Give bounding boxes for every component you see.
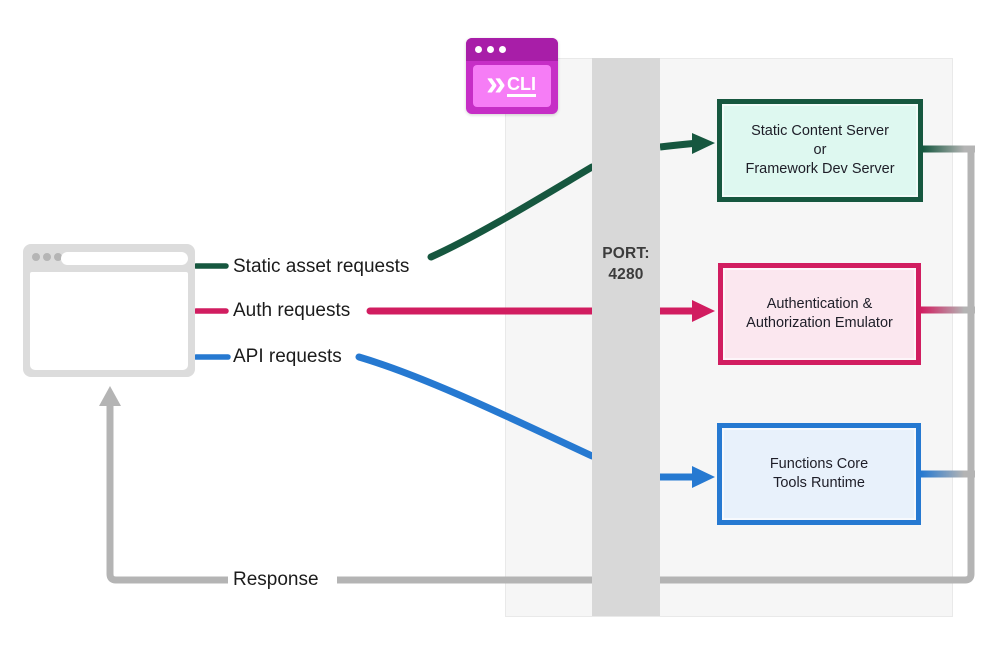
port-label-line2: 4280: [608, 266, 644, 283]
cli-screen: » CLI: [473, 65, 551, 107]
cli-terminal-icon: » CLI: [466, 38, 558, 114]
titlebar-dot-icon: [499, 46, 506, 53]
chevron-prompt-icon: »: [485, 62, 507, 103]
box-text-line: Authentication &: [766, 296, 873, 312]
auth-emulator-box: Authentication & Authorization Emulator: [718, 263, 921, 365]
browser-urlbar: [61, 252, 188, 265]
api-request-arrowhead-icon: [692, 466, 715, 488]
titlebar-dot-icon: [43, 253, 51, 261]
static-content-server-box: Static Content Server or Framework Dev S…: [717, 99, 923, 202]
box-text-line: Framework Dev Server: [745, 161, 895, 177]
api-requests-label: API requests: [233, 346, 342, 367]
titlebar-dot-icon: [54, 253, 62, 261]
static-requests-label: Static asset requests: [233, 256, 410, 277]
port-label-line1: PORT:: [602, 245, 650, 262]
titlebar-dot-icon: [32, 253, 40, 261]
browser-viewport: [30, 272, 188, 370]
static-request-line: [193, 133, 715, 269]
port-label: PORT: 4280: [592, 243, 660, 285]
api-request-line: [193, 353, 715, 488]
titlebar-dot-icon: [487, 46, 494, 53]
response-arrowhead-icon: [99, 386, 121, 406]
box-text-line: Static Content Server: [751, 123, 889, 139]
browser-window-icon: [23, 244, 195, 377]
static-request-arrowhead-icon: [692, 133, 715, 154]
titlebar-dot-icon: [475, 46, 482, 53]
box-text-line: Authorization Emulator: [746, 315, 893, 331]
response-label: Response: [233, 569, 319, 590]
auth-request-line: [193, 300, 715, 322]
box-text-line: Functions Core: [769, 456, 869, 472]
port-bar: [592, 58, 660, 616]
cli-label: CLI: [507, 75, 537, 97]
cli-titlebar: [466, 38, 558, 61]
auth-requests-label: Auth requests: [233, 300, 351, 321]
functions-core-tools-box: Functions Core Tools Runtime: [717, 423, 921, 525]
box-text-line: or: [813, 142, 827, 158]
auth-request-arrowhead-icon: [692, 300, 715, 322]
response-line: [99, 145, 975, 584]
box-text-line: Tools Runtime: [773, 475, 865, 491]
browser-titlebar-dots: [32, 253, 65, 261]
